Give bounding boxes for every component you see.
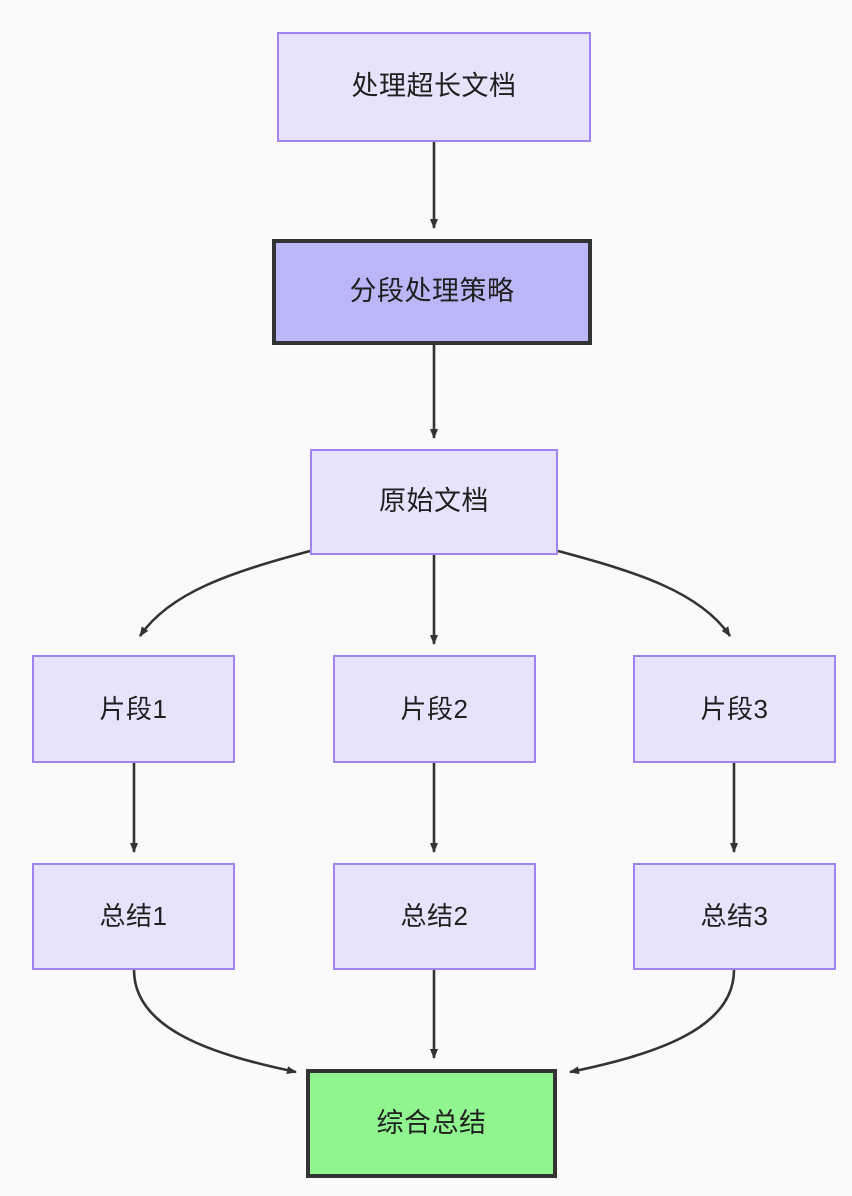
node-doc[interactable]: 处理超长文档 (277, 32, 591, 142)
node-label-final: 综合总结 (376, 1107, 487, 1138)
edge-source-to-chunk1 (138, 549, 311, 637)
node-label-strategy: 分段处理策略 (349, 276, 515, 307)
edge-source-to-chunk3 (557, 549, 732, 637)
node-strategy[interactable]: 分段处理策略 (272, 239, 592, 345)
node-chunk3[interactable]: 片段3 (633, 655, 836, 763)
node-label-chunk1: 片段1 (99, 693, 168, 724)
node-label-chunk3: 片段3 (700, 693, 769, 724)
node-chunk2[interactable]: 片段2 (333, 655, 536, 763)
node-label-summary1: 总结1 (99, 901, 168, 932)
node-summary1[interactable]: 总结1 (32, 863, 235, 970)
node-label-source: 原始文档 (379, 486, 489, 517)
node-summary2[interactable]: 总结2 (333, 863, 536, 970)
edge-summary1-to-final (132, 969, 297, 1075)
node-label-summary2: 总结2 (400, 901, 469, 932)
node-source[interactable]: 原始文档 (310, 449, 558, 555)
edge-summary3-to-final (569, 969, 736, 1075)
node-label-doc: 处理超长文档 (351, 71, 517, 102)
node-label-summary3: 总结3 (700, 901, 769, 932)
node-chunk1[interactable]: 片段1 (32, 655, 235, 763)
node-label-chunk2: 片段2 (400, 693, 469, 724)
node-summary3[interactable]: 总结3 (633, 863, 836, 970)
node-final[interactable]: 综合总结 (306, 1069, 557, 1178)
